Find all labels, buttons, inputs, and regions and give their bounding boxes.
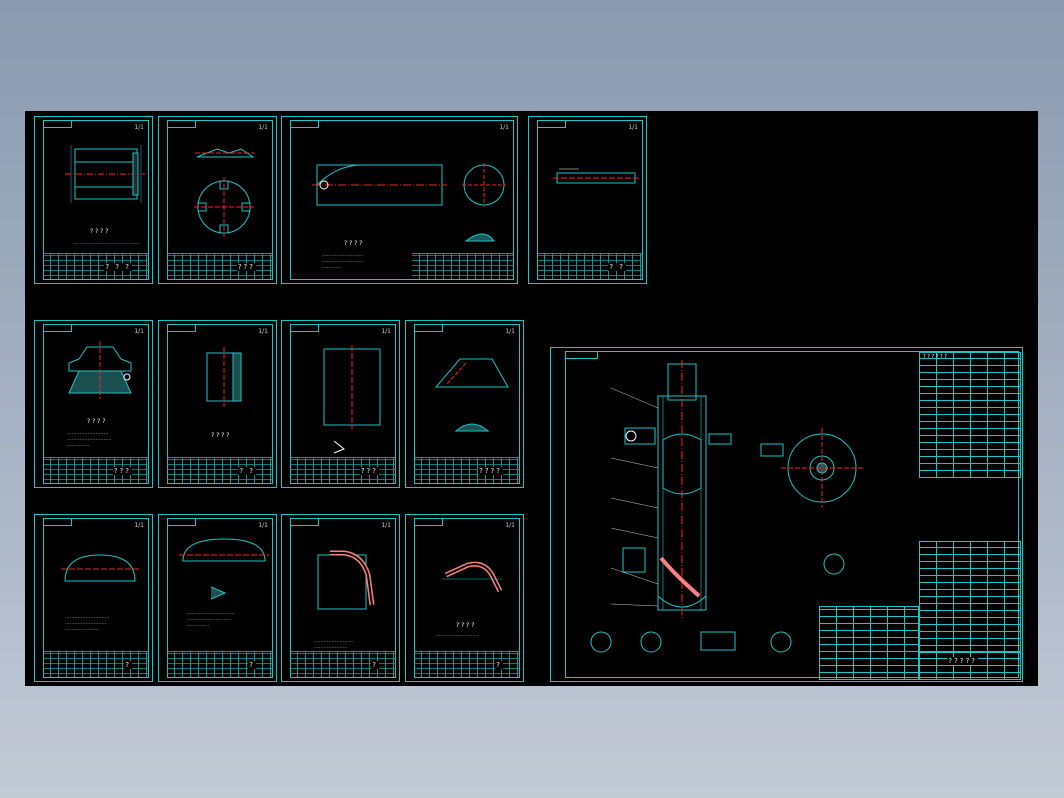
drawing-sheet-12[interactable]: 1/1 ? ? ? ? ··························· … <box>405 514 524 682</box>
title-block-name: ? ? <box>238 467 256 475</box>
sheet-mark: 1/1 <box>258 522 268 529</box>
title-block-name: ???? <box>478 467 503 475</box>
sheet-mark: 1/1 <box>134 522 144 529</box>
part-drawing-dished-head <box>179 538 269 600</box>
sheet-tab <box>43 518 72 526</box>
note-text: ········································… <box>187 611 235 629</box>
part-drawing-plate-rect <box>323 345 381 454</box>
note-text: ········································… <box>65 615 110 633</box>
title-block-name: ? <box>248 661 256 669</box>
title-block-name: ? ? <box>608 263 626 271</box>
assembly-drawing-sheet[interactable]: ? ? ? ? ? ? ????? <box>550 347 1023 682</box>
drawing-sheet-2[interactable]: 1/1 ??? <box>158 116 277 284</box>
sheet-tab <box>43 120 72 128</box>
drawing-sheet-10[interactable]: 1/1 ····································… <box>158 514 277 682</box>
title-block <box>167 253 273 280</box>
part-drawing-cylinder <box>65 145 145 203</box>
sheet-mark: 1/1 <box>381 328 391 335</box>
sheet-mark: 1/1 <box>258 328 268 335</box>
sheet-caption: ? ? ? ? <box>456 622 475 629</box>
assembly-view-vessel <box>590 360 863 653</box>
title-block-name: ????? <box>947 657 978 665</box>
sheet-caption: ? ? ? ? <box>90 228 109 235</box>
title-block-name: ??? <box>359 467 379 475</box>
part-drawing-plate <box>194 148 255 237</box>
title-block <box>537 253 643 280</box>
drawing-sheet-3[interactable]: 1/1 ? ? ? ? ····························… <box>281 116 518 284</box>
drawing-sheet-4[interactable]: 1/1 ? ? <box>528 116 647 284</box>
note-text: ··························· <box>436 633 479 639</box>
part-drawing-sleeve <box>206 347 242 407</box>
parts-list-table: ? ? ? ? ? ? <box>919 352 1021 478</box>
drawing-sheet-9[interactable]: 1/1 ····································… <box>34 514 153 682</box>
sheet-caption: ? ? ? ? <box>211 432 230 439</box>
note-text: ········································… <box>314 639 354 651</box>
drawing-sheet-6[interactable]: 1/1 ? ? ? ? ? ? <box>158 320 277 488</box>
sheet-tab <box>167 518 196 526</box>
sheet-mark: 1/1 <box>505 522 515 529</box>
sheet-caption: ? ? ? ? <box>344 240 363 247</box>
drawing-sheet-1[interactable]: 1/1 ? ? ? ? ····························… <box>34 116 153 284</box>
part-drawing-head <box>61 554 139 582</box>
title-block-name: ? <box>124 661 132 669</box>
title-block <box>167 651 273 678</box>
title-block <box>290 457 396 484</box>
sheet-tab <box>414 324 443 332</box>
sheet-tab <box>290 324 319 332</box>
note-text: ········································… <box>73 241 140 247</box>
sheet-border <box>290 120 514 280</box>
drawing-sheet-11[interactable]: 1/1 ····································… <box>281 514 400 682</box>
title-block <box>414 651 520 678</box>
title-block <box>290 651 396 678</box>
note-text: ········································… <box>322 253 364 271</box>
bill-of-materials-table <box>919 541 1021 653</box>
part-drawing-nozzle <box>68 341 132 399</box>
sheet-mark: 1/1 <box>628 124 638 131</box>
part-drawing-shell <box>312 163 506 242</box>
sheet-mark: 1/1 <box>381 522 391 529</box>
title-block <box>414 457 520 484</box>
part-drawing-bend <box>442 561 503 593</box>
title-block-name: ? <box>371 661 379 669</box>
title-block-name: ? <box>495 661 503 669</box>
title-block-name: ??? <box>112 467 132 475</box>
title-block <box>43 253 149 280</box>
sheet-tab <box>537 120 566 128</box>
title-block <box>43 457 149 484</box>
sheet-tab <box>290 120 319 128</box>
sheet-tab <box>290 518 319 526</box>
note-text: ········································… <box>67 431 112 449</box>
title-block <box>167 457 273 484</box>
part-drawing-cone <box>434 358 509 432</box>
title-block <box>919 651 1021 680</box>
sheet-mark: 1/1 <box>134 124 144 131</box>
sheet-border <box>565 351 1019 678</box>
sheet-tab <box>565 351 598 359</box>
sheet-caption: ? ? ? ? <box>87 418 106 425</box>
sheet-tab <box>167 324 196 332</box>
title-block <box>43 651 149 678</box>
sheet-mark: 1/1 <box>505 328 515 335</box>
cad-model-space[interactable]: 1/1 ? ? ? ? ····························… <box>25 111 1038 686</box>
part-drawing-bar <box>553 168 639 184</box>
sheet-tab <box>167 120 196 128</box>
sheet-mark: 1/1 <box>499 124 509 131</box>
drawing-sheet-8[interactable]: 1/1 ???? <box>405 320 524 488</box>
sheet-mark: 1/1 <box>134 328 144 335</box>
drawing-sheet-7[interactable]: 1/1 ??? <box>281 320 400 488</box>
sheet-tab <box>43 324 72 332</box>
part-drawing-elbow <box>317 550 375 610</box>
title-block-name: ??? <box>236 263 256 271</box>
title-block-name: ? ? ? <box>104 263 132 271</box>
drawing-sheet-5[interactable]: 1/1 ? ? ? ? ····························… <box>34 320 153 488</box>
nozzle-table <box>819 606 919 680</box>
sheet-tab <box>414 518 443 526</box>
title-block <box>412 253 514 280</box>
sheet-mark: 1/1 <box>258 124 268 131</box>
